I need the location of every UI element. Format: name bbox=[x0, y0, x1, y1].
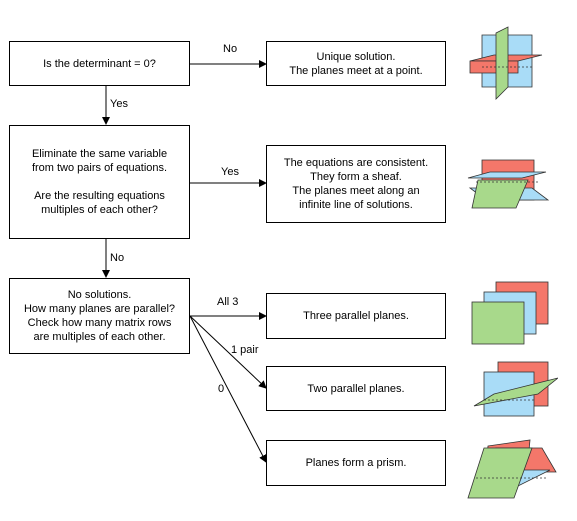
arrow-to-two-parallel bbox=[189, 315, 267, 389]
consistent-sheaf-box: The equations are consistent. They form … bbox=[266, 145, 446, 223]
two-parallel-text: Two parallel planes. bbox=[307, 382, 405, 395]
sheaf-planes-icon bbox=[467, 159, 550, 209]
prism-box: Planes form a prism. bbox=[266, 440, 446, 486]
three-parallel-planes-icon bbox=[471, 281, 549, 345]
unique-solution-box: Unique solution. The planes meet at a po… bbox=[266, 41, 446, 86]
arrow-to-prism bbox=[189, 315, 267, 463]
three-parallel-text: Three parallel planes. bbox=[303, 310, 409, 322]
three-parallel-box: Three parallel planes. bbox=[266, 293, 446, 339]
edge-label-zero: 0 bbox=[218, 383, 225, 395]
unique-solution-text: Unique solution. The planes meet at a po… bbox=[289, 50, 423, 77]
no-solutions-box: No solutions. How many planes are parall… bbox=[9, 278, 190, 354]
edge-label-all3: All 3 bbox=[217, 296, 239, 308]
prism-planes-icon bbox=[467, 439, 557, 499]
edge-label-no-1: No bbox=[223, 43, 238, 55]
consistent-sheaf-text: The equations are consistent. They form … bbox=[283, 157, 429, 211]
point-planes-icon bbox=[469, 26, 543, 100]
determinant-question-text: Is the determinant = 0? bbox=[43, 57, 156, 70]
edge-label-yes-1: Yes bbox=[110, 98, 128, 110]
edge-label-no-2: No bbox=[110, 252, 125, 264]
two-parallel-planes-icon bbox=[473, 361, 558, 417]
edge-label-yes-2: Yes bbox=[221, 166, 239, 178]
edge-label-one-pair: 1 pair bbox=[231, 344, 259, 356]
prism-text: Planes form a prism. bbox=[305, 457, 407, 469]
no-solutions-text: No solutions. How many planes are parall… bbox=[23, 289, 176, 343]
eliminate-variable-box: Eliminate the same variable from two pai… bbox=[9, 125, 190, 239]
eliminate-variable-text: Eliminate the same variable from two pai… bbox=[31, 148, 168, 216]
determinant-question-box: Is the determinant = 0? bbox=[9, 41, 190, 86]
two-parallel-box: Two parallel planes. bbox=[266, 366, 446, 411]
